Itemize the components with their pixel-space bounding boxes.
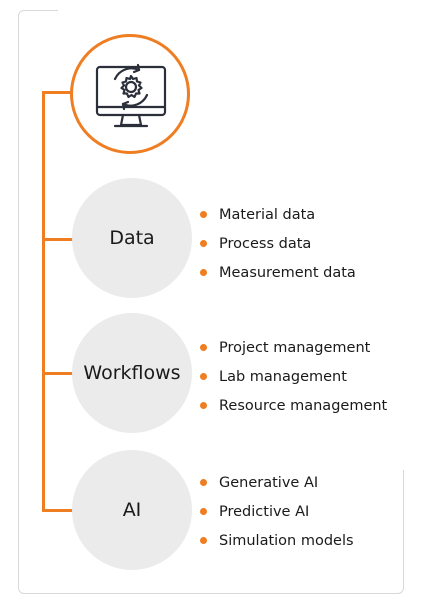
list-workflows: Project management Lab management Resour… — [200, 338, 387, 425]
connector-hub — [42, 91, 72, 94]
node-ai: AI — [72, 450, 192, 570]
list-item: Predictive AI — [200, 502, 354, 531]
frame-gap — [58, 8, 418, 12]
bullet-dot-icon — [200, 479, 207, 486]
connector-workflows — [42, 372, 74, 375]
frame-gap-right — [400, 8, 408, 470]
bullet-dot-icon — [200, 373, 207, 380]
list-data: Material data Process data Measurement d… — [200, 205, 356, 292]
node-data: Data — [72, 178, 192, 298]
orange-spine-line — [42, 91, 45, 511]
node-workflows-label: Workflows — [83, 362, 181, 384]
node-workflows: Workflows — [72, 313, 192, 433]
monitor-gear-cycle-icon — [95, 63, 167, 128]
bullet-dot-icon — [200, 402, 207, 409]
list-item: Lab management — [200, 367, 387, 396]
connector-data — [42, 238, 74, 241]
node-ai-label: AI — [122, 499, 142, 521]
node-data-label: Data — [109, 227, 155, 249]
bullet-dot-icon — [200, 537, 207, 544]
list-item: Simulation models — [200, 531, 354, 560]
list-item: Process data — [200, 234, 356, 263]
bullet-dot-icon — [200, 240, 207, 247]
list-item: Material data — [200, 205, 356, 234]
connector-ai — [42, 509, 74, 512]
bullet-dot-icon — [200, 344, 207, 351]
list-item: Resource management — [200, 396, 387, 425]
list-item: Measurement data — [200, 263, 356, 292]
bullet-dot-icon — [200, 211, 207, 218]
list-ai: Generative AI Predictive AI Simulation m… — [200, 473, 354, 560]
hub-circle — [70, 34, 190, 154]
list-item: Generative AI — [200, 473, 354, 502]
bullet-dot-icon — [200, 508, 207, 515]
list-item: Project management — [200, 338, 387, 367]
bullet-dot-icon — [200, 269, 207, 276]
